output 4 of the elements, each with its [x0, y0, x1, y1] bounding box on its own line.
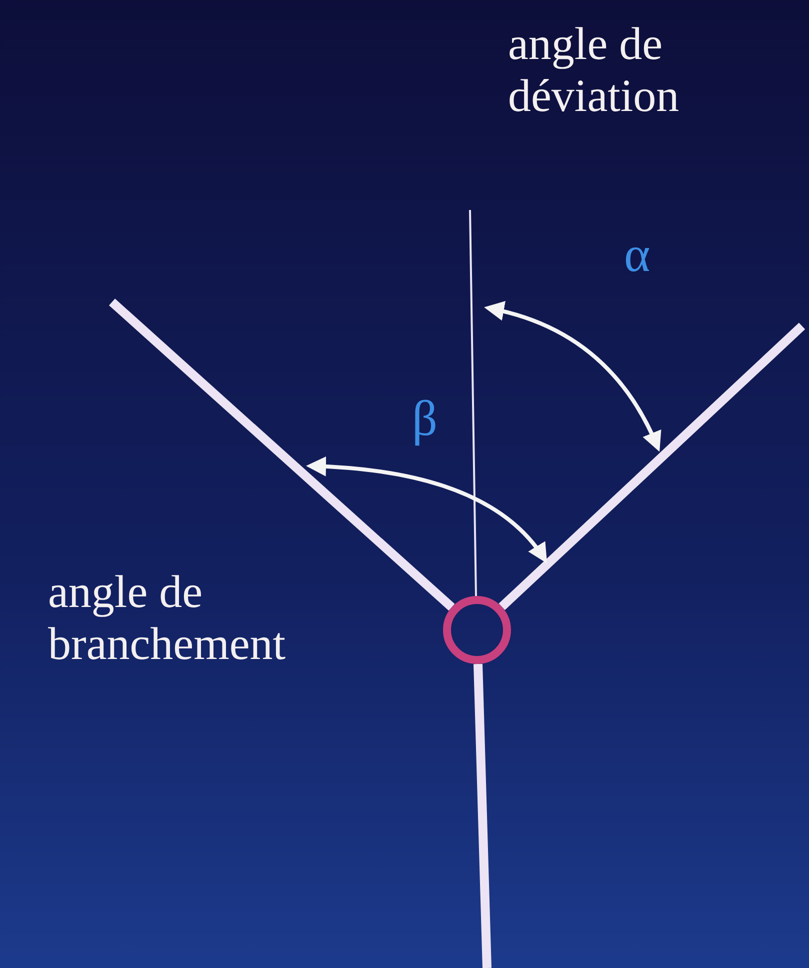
label-text: angle de déviation [508, 18, 680, 122]
label-text: angle de branchement [48, 566, 287, 670]
angle-symbol: α [624, 228, 652, 280]
angle-symbol: β [412, 392, 438, 444]
